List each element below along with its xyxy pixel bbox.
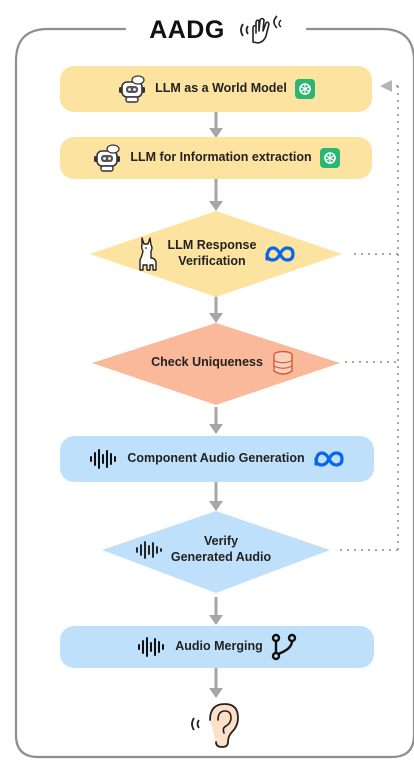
- waveform-icon: [138, 637, 165, 657]
- node-info-extraction: LLM for Information extraction: [60, 137, 372, 179]
- node-check-uniqueness: Check Uniqueness: [128, 348, 318, 378]
- meta-icon: [314, 451, 344, 467]
- node-verify-audio: Verify Generated Audio: [118, 530, 288, 570]
- node-label-line-2: Generated Audio: [170, 550, 272, 564]
- chatgpt-icon: [319, 148, 340, 168]
- waveform-icon: [135, 541, 162, 559]
- node-label-line-2: Verification: [178, 254, 246, 268]
- diamond-verify-audio: [102, 511, 330, 593]
- chatgpt-icon: [294, 79, 315, 99]
- node-label: Check Uniqueness: [151, 355, 263, 370]
- node-component-audio-generation: Component Audio Generation: [60, 436, 374, 482]
- ear-icon: [191, 703, 239, 748]
- waveform-icon: [90, 449, 117, 469]
- outer-frame: [14, 27, 414, 759]
- title-text: AADG: [149, 15, 225, 44]
- diamond-check-uniqueness: [92, 323, 340, 405]
- node-label-line-1: LLM Response: [167, 238, 257, 253]
- merge-icon: [271, 633, 296, 661]
- node-label: LLM as a World Model: [155, 81, 287, 96]
- meta-icon: [265, 246, 296, 262]
- diagram-title: AADG: [126, 10, 306, 50]
- node-label: Audio Merging: [175, 639, 263, 654]
- node-label: Component Audio Generation: [127, 451, 305, 466]
- robot-icon: [94, 144, 121, 172]
- node-world-model: LLM as a World Model: [60, 66, 372, 112]
- node-label: LLM Response Verification: [168, 238, 257, 269]
- node-response-verification: LLM Response Verification: [120, 228, 310, 280]
- robot-icon: [119, 75, 146, 103]
- node-label: LLM for Information extraction: [130, 150, 312, 165]
- feedback-loop: [340, 85, 399, 551]
- node-audio-merging: Audio Merging: [60, 626, 374, 668]
- node-label-line-1: Verify: [203, 534, 239, 549]
- node-label: Verify Generated Audio: [171, 534, 271, 565]
- feedback-arrowhead: [380, 80, 392, 92]
- diamond-response-verification: [90, 211, 342, 297]
- speaking-hand-icon: [239, 15, 282, 44]
- llama-icon: [138, 237, 157, 271]
- database-icon: [273, 350, 293, 375]
